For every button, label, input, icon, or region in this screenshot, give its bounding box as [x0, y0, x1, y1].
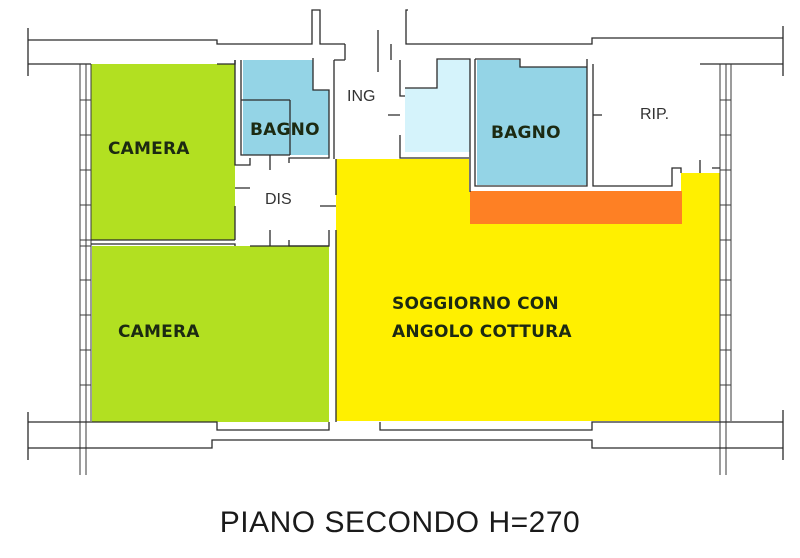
wall-top-exterior — [28, 9, 783, 45]
wall-camera-divider — [91, 243, 329, 247]
room-soggiorno — [336, 159, 720, 421]
room-label-soggiorno-line1: SOGGIORNO CON — [392, 294, 559, 314]
room-camera-bottom — [92, 246, 329, 422]
wall-right-exterior — [719, 64, 732, 475]
kitchen-counter-strip — [470, 191, 682, 224]
floor-plan-title: PIANO SECONDO H=270 — [219, 506, 581, 539]
room-label-ripostiglio: RIP. — [640, 106, 670, 123]
wall-bagno-left — [240, 58, 330, 163]
room-camera-top — [91, 64, 235, 240]
wall-top-inner — [28, 60, 783, 65]
room-label-soggiorno: SOGGIORNO CON ANGOLO COTTURA — [392, 290, 572, 346]
room-label-bagno-right: BAGNO — [491, 123, 561, 143]
room-label-bagno-left: BAGNO — [250, 120, 320, 140]
wall-left-exterior — [79, 64, 92, 475]
wall-left-ticks — [80, 99, 91, 386]
wall-bottom-exterior — [28, 421, 783, 449]
room-ingresso-bath — [405, 60, 470, 152]
room-label-camera-bottom: CAMERA — [118, 322, 200, 342]
room-label-ingresso: ING — [347, 88, 376, 105]
wall-camera-top-right — [91, 60, 251, 241]
wall-top-ends — [27, 26, 784, 76]
room-bagno-left — [243, 60, 329, 155]
room-bagno-right — [477, 60, 587, 185]
wall-dis — [235, 155, 336, 247]
wall-bagno-right — [474, 58, 720, 187]
wall-ingresso — [333, 30, 469, 159]
room-label-camera-top: CAMERA — [108, 139, 190, 159]
wall-bottom-ends — [27, 410, 784, 460]
wall-right-ticks — [720, 99, 731, 386]
room-label-disimpegno: DIS — [265, 191, 292, 208]
room-label-soggiorno-line2: ANGOLO COTTURA — [392, 322, 572, 342]
wall-ingresso-bath — [405, 58, 471, 192]
